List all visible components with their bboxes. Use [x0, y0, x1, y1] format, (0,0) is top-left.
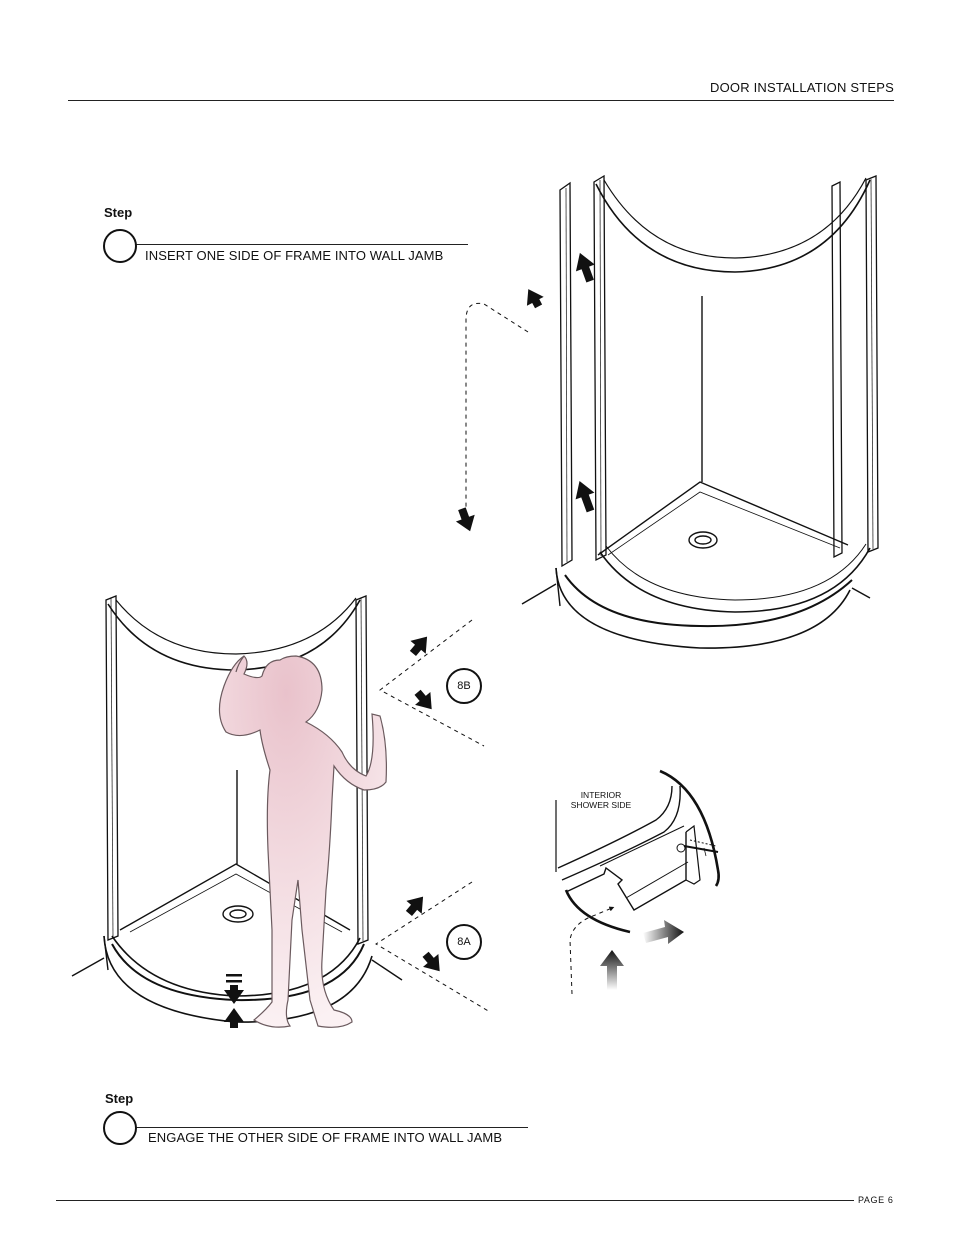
callout-8b: 8B [446, 668, 482, 704]
lower-engage-arrows [224, 636, 440, 1028]
page-number: PAGE 6 [858, 1195, 894, 1205]
detail-label-line1: INTERIOR [580, 790, 622, 800]
upper-shower-enclosure [465, 174, 879, 649]
step-b-number-circle [103, 1111, 137, 1145]
jamb-detail-inset [555, 769, 720, 995]
step-a-number-circle [103, 229, 137, 263]
person-illustration [218, 655, 387, 1028]
footer-divider [56, 1200, 854, 1201]
interior-shower-side-label: INTERIOR SHOWER SIDE [556, 790, 646, 810]
callout-8a: 8A [446, 924, 482, 960]
step-b-instruction: ENGAGE THE OTHER SIDE OF FRAME INTO WALL… [148, 1130, 503, 1145]
step-b-label: Step [105, 1091, 134, 1106]
step-a-instruction: INSERT ONE SIDE OF FRAME INTO WALL JAMB [145, 248, 444, 263]
step-a-rule [136, 244, 468, 245]
step-a-label: Step [104, 205, 133, 220]
step-b-rule [136, 1127, 528, 1128]
detail-label-line2: SHOWER SIDE [570, 800, 632, 810]
section-title: DOOR INSTALLATION STEPS [710, 80, 894, 95]
upper-insert-arrows [455, 252, 595, 532]
detail-push-arrows [600, 920, 684, 990]
header-divider [68, 100, 894, 101]
